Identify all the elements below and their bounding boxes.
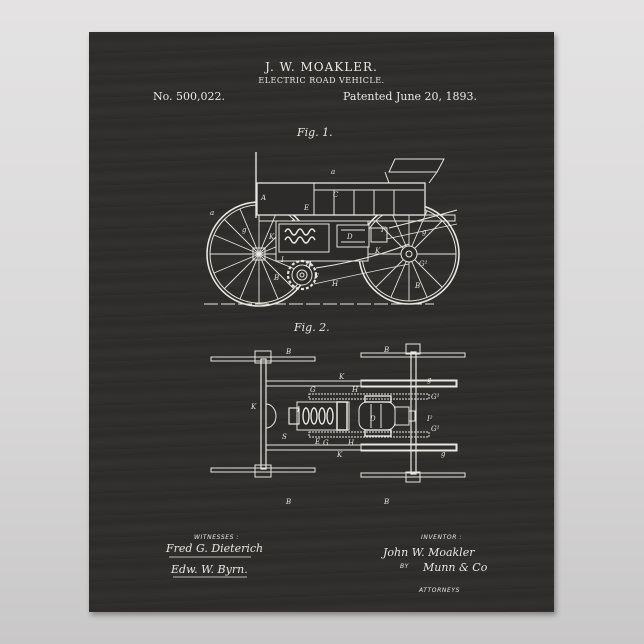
fig-1-label: Fig. 1. [297,126,333,139]
witnesses-heading: WITNESSES : [194,534,240,541]
svg-text:I: I [296,406,300,414]
witness-signature-2: Edw. W. Byrn. [171,563,248,576]
svg-text:a: a [210,209,214,217]
svg-text:I²: I² [426,415,433,423]
svg-text:E: E [303,204,309,212]
svg-text:K: K [268,233,275,241]
svg-text:C: C [333,191,339,199]
inventor-name: J. W. MOAKLER. [265,60,378,74]
svg-text:G: G [310,386,316,394]
svg-text:K: K [338,373,345,381]
svg-text:g: g [441,450,446,458]
svg-text:H: H [331,280,339,288]
svg-text:B: B [285,348,291,356]
witness-signature-1: Fred G. Dieterich [166,542,264,555]
svg-text:G²: G² [431,393,440,401]
attorneys-label: ATTORNEYS [419,587,461,594]
patent-date: Patented June 20, 1893. [343,90,478,103]
svg-text:g: g [422,228,427,236]
svg-text:B: B [285,498,291,506]
svg-text:H: H [351,386,359,394]
svg-text:g: g [427,376,432,384]
svg-text:G²: G² [419,260,428,268]
svg-text:F: F [313,273,320,281]
fig-2-label: Fig. 2. [294,321,330,334]
svg-text:g: g [242,226,247,234]
svg-text:K: K [374,247,381,255]
fig-2-reference-letters: B B B B K g G H G² K S I E G H K g D I² … [250,346,446,506]
inventor-signature: John W. Moakler [383,546,475,559]
svg-text:H: H [347,439,355,447]
svg-text:I²: I² [380,226,387,234]
fig-1-reference-letters: A C E D I² F I H K G² B B a a g K g [210,168,428,290]
svg-text:B: B [273,274,279,282]
svg-text:A: A [260,194,266,202]
svg-text:B: B [414,282,420,290]
svg-text:E: E [314,438,320,446]
svg-text:K: K [336,451,343,459]
svg-text:B: B [383,498,389,506]
drive-gear-icon [286,259,318,291]
svg-text:G²: G² [431,425,440,433]
svg-text:D: D [346,233,353,241]
fig-2-plan-view-drawing [210,343,466,483]
attorney-signature: Munn & Co [423,561,488,574]
patent-poster: J. W. MOAKLER. ELECTRIC ROAD VEHICLE. No… [89,32,554,612]
fig-1-side-view-drawing [204,152,460,307]
svg-text:K: K [250,403,257,411]
signature-underlines [169,556,251,578]
svg-text:a: a [331,168,335,176]
svg-text:I: I [280,256,284,264]
svg-text:S: S [282,433,287,441]
by-label: BY [400,563,409,570]
patent-number: No. 500,022. [153,90,226,103]
svg-text:G: G [323,439,329,447]
inventor-heading: INVENTOR : [421,534,463,541]
svg-text:D: D [369,415,376,423]
invention-title: ELECTRIC ROAD VEHICLE. [258,76,385,85]
svg-text:B: B [383,346,389,354]
